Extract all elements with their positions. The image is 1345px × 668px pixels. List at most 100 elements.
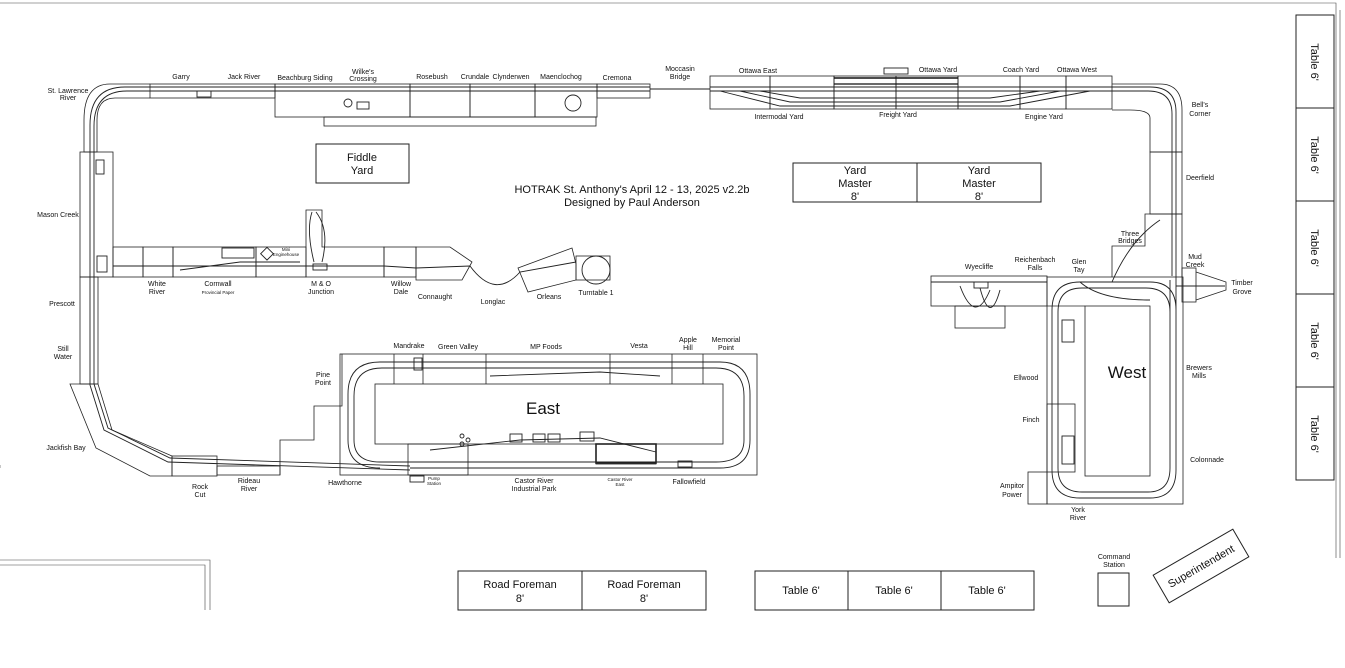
station-moccasin-bridge: Moccasin: [665, 66, 695, 73]
fiddle-yard-label-2: Yard: [351, 165, 373, 177]
yard-master-2-line2: Master: [962, 178, 996, 190]
station-green-valley: Green Valley: [438, 344, 478, 351]
station-wilkes-crossing-2: Crossing: [349, 76, 377, 83]
station-mud-creek: Mud: [1188, 254, 1202, 261]
station-bells-corner-2: Corner: [1189, 111, 1211, 118]
station-apple-hill: Apple: [679, 337, 697, 344]
station-pine-point-2: Point: [315, 380, 331, 387]
west-labels: Bell's Corner Deerfield Three Bridges Mu…: [965, 102, 1254, 522]
station-glen-tay: Glen: [1072, 259, 1087, 266]
station-vesta: Vesta: [630, 343, 648, 350]
station-colonnade: Colonnade: [1190, 457, 1224, 464]
fiddle-yard-label: Fiddle: [347, 152, 377, 164]
station-mp-foods: MP Foods: [530, 344, 562, 351]
station-clynderwen: Clynderwen: [493, 74, 530, 81]
station-still-water: Still: [57, 346, 69, 353]
yard-master-2-line1: Yard: [968, 165, 990, 177]
station-pine-point: Pine: [316, 372, 330, 379]
station-reichenbach-falls-2: Falls: [1028, 265, 1043, 272]
track-lines: [89, 77, 1225, 499]
station-fallowfield: Fallowfield: [672, 479, 705, 486]
road-foreman-tables: Road Foreman 8' Road Foreman 8': [457, 570, 707, 611]
station-york-river-2: River: [1070, 515, 1087, 522]
right-table-3: Table 6': [1308, 229, 1320, 267]
station-memorial-point-2: Point: [718, 345, 734, 352]
station-rock-cut-2: Cut: [195, 492, 206, 499]
station-crundale: Crundale: [461, 74, 490, 81]
right-table-5: Table 6': [1308, 415, 1320, 453]
station-ellwood: Ellwood: [1014, 375, 1039, 382]
station-ampitor-power-2: Power: [1002, 492, 1023, 499]
station-freight-yard: Freight Yard: [879, 112, 917, 119]
station-mud-creek-2: Creek: [1186, 262, 1205, 269]
station-wyecliffe: Wyecliffe: [965, 264, 993, 271]
station-coach-yard: Coach Yard: [1003, 67, 1039, 74]
station-rideau-river: Rideau: [238, 478, 260, 485]
castor-river-east-label-2: East: [615, 482, 625, 487]
station-bells-corner: Bell's: [1192, 102, 1209, 109]
station-rosebush: Rosebush: [416, 74, 448, 81]
bottom-table-2: Table 6': [875, 585, 913, 597]
station-brewers-mills-2: Mills: [1192, 373, 1206, 380]
station-orleans: Orleans: [537, 294, 562, 301]
station-jackfish-bay: Jackfish Bay: [46, 445, 86, 452]
station-mason-creek: Mason Creek: [37, 212, 79, 219]
command-station: Command Station: [1097, 554, 1130, 607]
station-connaught: Connaught: [418, 294, 452, 301]
region-east: East: [526, 399, 560, 418]
station-st-lawrence-river-2: River: [60, 95, 77, 102]
station-mo-junction: M & O: [311, 281, 331, 288]
station-reichenbach-falls: Reichenbach: [1015, 257, 1056, 264]
command-station-label-2: Station: [1103, 562, 1125, 569]
road-foreman-2-line2: 8': [640, 593, 648, 605]
layout-title: HOTRAK St. Anthony's April 12 - 13, 2025…: [514, 184, 749, 196]
yard-master-2-line3: 8': [975, 191, 983, 203]
station-york-river: York: [1071, 507, 1085, 514]
central-labels: White River Cornwall Provincial Paper M …: [148, 247, 614, 306]
station-engine-yard: Engine Yard: [1025, 114, 1063, 121]
designer-credit: Designed by Paul Anderson: [564, 197, 700, 209]
station-white-river-2: River: [149, 289, 166, 296]
east-labels: Mandrake Green Valley MP Foods Vesta App…: [315, 337, 741, 493]
turntable-1: Turntable 1: [578, 290, 613, 297]
station-hawthorne: Hawthorne: [328, 480, 362, 487]
station-longlac: Longlac: [481, 299, 506, 306]
road-foreman-1-line2: 8': [516, 593, 524, 605]
station-apple-hill-2: Hill: [683, 345, 693, 352]
station-deerfield: Deerfield: [1186, 175, 1214, 182]
right-table-4: Table 6': [1308, 322, 1320, 360]
mini-enginehouse-label: Mini: [282, 247, 290, 252]
module-tables: [69, 75, 1227, 505]
station-maenclochog: Maenclochog: [540, 74, 582, 81]
road-foreman-1-line1: Road Foreman: [483, 579, 556, 591]
station-three-bridges-2: Bridges: [1118, 238, 1142, 245]
station-white-river: White: [148, 281, 166, 288]
station-rideau-river-2: River: [241, 486, 258, 493]
pump-station-label: Pump: [428, 476, 440, 481]
station-timber-grove: Timber: [1231, 280, 1253, 287]
station-ottawa-west: Ottawa West: [1057, 67, 1097, 74]
station-beachburg-siding: Beachburg Siding: [277, 75, 332, 82]
industry-provincial-paper: Provincial Paper: [202, 290, 235, 295]
station-wilkes-crossing: Wilke's: [352, 69, 374, 76]
station-rock-cut: Rock: [192, 484, 208, 491]
pump-station-label-2: Station: [427, 481, 442, 486]
station-st-lawrence-river: St. Lawrence: [48, 88, 89, 95]
station-prescott: Prescott: [49, 301, 75, 308]
yard-master-1-line3: 8': [851, 191, 859, 203]
station-ampitor-power: Ampitor: [1000, 483, 1025, 490]
superintendent-table: Superintendent: [1152, 528, 1250, 604]
room-walls: [0, 2, 1341, 610]
right-tables: Table 6' Table 6' Table 6' Table 6' Tabl…: [1295, 14, 1335, 481]
station-intermodal-yard: Intermodal Yard: [754, 114, 803, 121]
castor-river-east-label: Castor River: [607, 477, 633, 482]
station-still-water-2: Water: [54, 354, 73, 361]
yard-master-1-line1: Yard: [844, 165, 866, 177]
station-moccasin-bridge-2: Bridge: [670, 74, 690, 81]
command-station-label: Command: [1098, 554, 1130, 561]
road-foreman-2-line1: Road Foreman: [607, 579, 680, 591]
station-three-bridges: Three: [1121, 231, 1139, 238]
station-mo-junction-2: Junction: [308, 289, 334, 296]
region-west: West: [1108, 363, 1147, 382]
